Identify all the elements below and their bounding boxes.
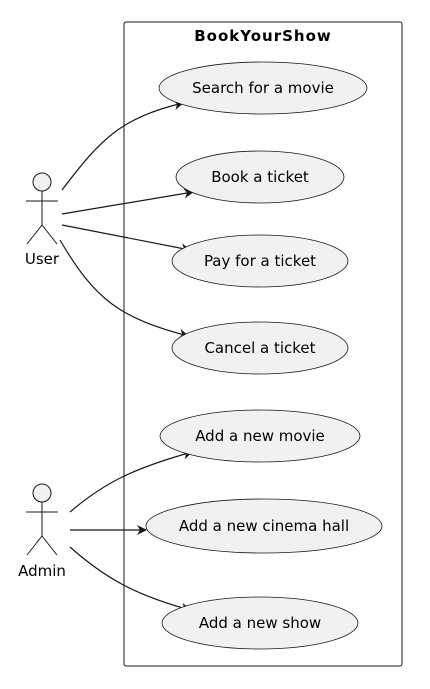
associations [59, 100, 194, 613]
use-case-search-ellipse [158, 61, 368, 115]
use-case-add-hall-ellipse [145, 498, 383, 554]
actor-admin-right-leg [41, 535, 58, 556]
actor-user-right-leg [41, 224, 58, 245]
system-title: BookYourShow [194, 27, 332, 45]
use-case-add-hall-label: Add a new cinema hall [179, 517, 349, 535]
use-case-add-hall: Add a new cinema hall [145, 498, 383, 554]
actor-admin-left-leg [26, 535, 43, 556]
use-case-cancel-label: Cancel a ticket [204, 339, 315, 357]
use-case-book-ellipse [175, 150, 345, 204]
use-case-add-show-label: Add a new show [199, 614, 321, 632]
use-case-add-show: Add a new show [161, 596, 359, 650]
association-admin-movie [69, 449, 193, 513]
actor-user-left-leg [26, 224, 43, 245]
actor-user-label: User [25, 250, 60, 268]
association-user-pay [61, 224, 191, 254]
actor-admin-label: Admin [18, 562, 66, 580]
use-case-search-label: Search for a movie [192, 79, 334, 97]
use-case-pay-label: Pay for a ticket [204, 252, 316, 270]
actor-admin-head [32, 483, 52, 503]
association-user-cancel [59, 239, 189, 339]
use-case-cancel-ellipse [171, 321, 349, 375]
use-case-add-movie-label: Add a new movie [195, 427, 325, 445]
use-case-add-movie: Add a new movie [159, 409, 361, 463]
use-case-book: Book a ticket [175, 150, 345, 204]
use-case-search: Search for a movie [158, 61, 368, 115]
use-case-pay: Pay for a ticket [171, 234, 349, 288]
use-case-pay-ellipse [171, 234, 349, 288]
actor-user: User [25, 172, 60, 268]
association-admin-show [69, 546, 191, 613]
use-case-cancel: Cancel a ticket [171, 321, 349, 375]
actor-user-head [32, 172, 52, 192]
association-user-search [61, 100, 184, 191]
use-case-add-movie-ellipse [159, 409, 361, 463]
actor-admin: Admin [18, 483, 66, 580]
use-case-add-show-ellipse [161, 596, 359, 650]
use-case-book-label: Book a ticket [211, 168, 309, 186]
association-user-book [61, 188, 194, 215]
